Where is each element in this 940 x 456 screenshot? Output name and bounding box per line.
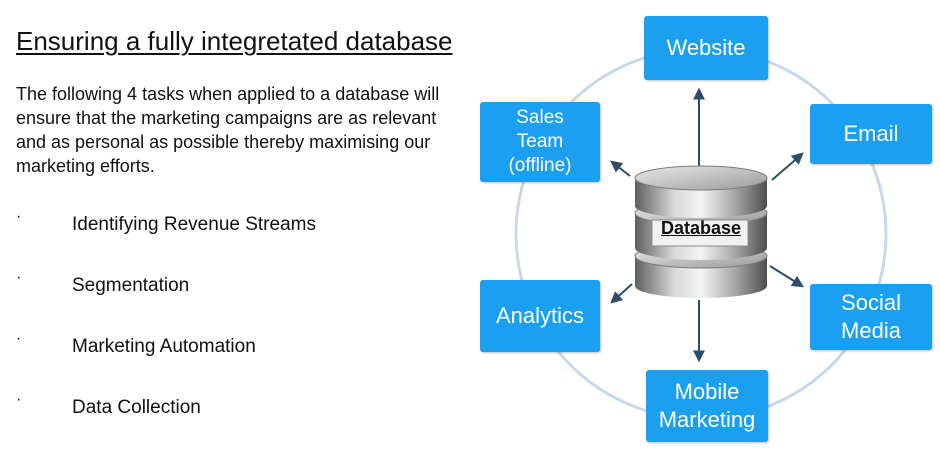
node-mobile-marketing: Mobile Marketing xyxy=(646,370,768,442)
task-label: Data Collection xyxy=(72,397,201,418)
bullet-icon: · xyxy=(16,330,22,347)
page-title: Ensuring a fully integretated database xyxy=(16,26,453,56)
node-analytics: Analytics xyxy=(480,280,600,352)
intro-paragraph: The following 4 tasks when applied to a … xyxy=(16,84,440,176)
node-social-media: Social Media xyxy=(810,284,932,350)
database-label: Database xyxy=(660,218,742,238)
node-website: Website xyxy=(644,16,768,80)
node-sales-team: Sales Team (offline) xyxy=(480,102,600,182)
task-label: Identifying Revenue Streams xyxy=(72,214,316,235)
task-label: Marketing Automation xyxy=(72,336,256,357)
bullet-icon: · xyxy=(16,208,22,225)
task-label: Segmentation xyxy=(72,275,190,296)
bullet-icon: · xyxy=(16,269,22,286)
connector-arrows xyxy=(610,87,805,363)
database-icon xyxy=(634,165,768,298)
diagram-graphics xyxy=(514,47,888,421)
bullet-icon: · xyxy=(16,391,22,408)
database-diagram: Database Website Email Social Media Mobi… xyxy=(472,8,940,456)
node-email: Email xyxy=(810,104,932,164)
